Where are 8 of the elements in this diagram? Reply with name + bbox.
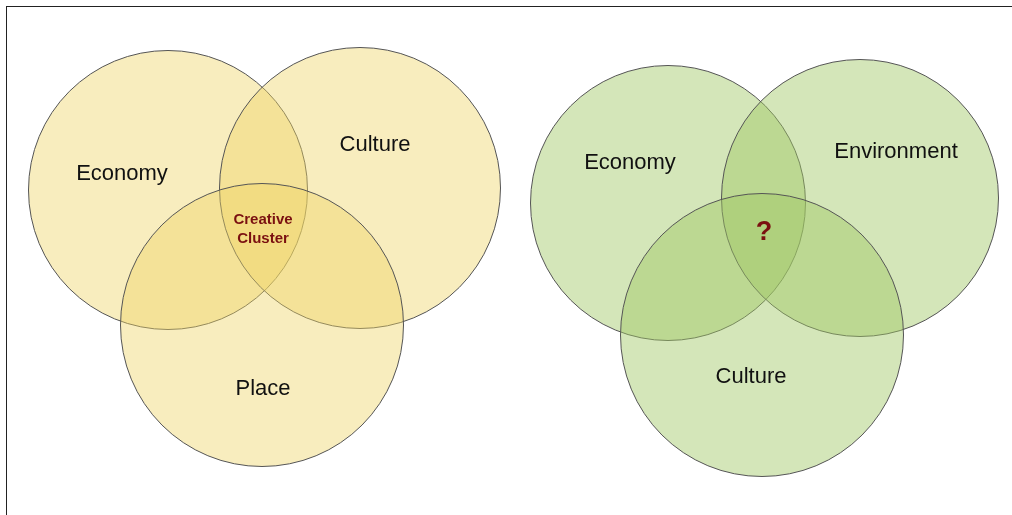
intersection-label: Creative Cluster: [232, 210, 294, 248]
circle-label: Culture: [339, 131, 411, 157]
circle-label: Economy: [76, 160, 168, 186]
circle-label: Economy: [584, 149, 676, 175]
circle-label: Environment: [834, 138, 958, 164]
intersection-label: ?: [754, 215, 774, 249]
circle-label: Place: [235, 375, 291, 401]
circle-label: Culture: [715, 363, 787, 389]
